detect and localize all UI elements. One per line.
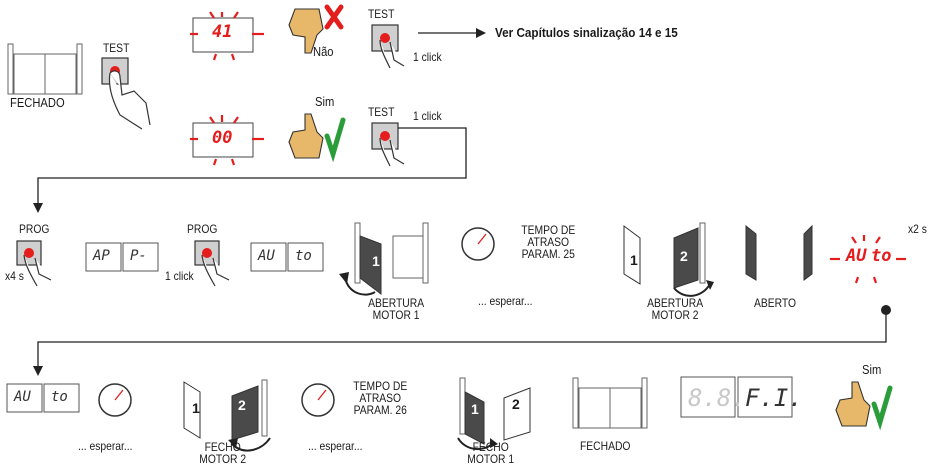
thumbs-up-icon: [288, 113, 346, 163]
clock-icon-1: [461, 227, 495, 261]
ver-capitulos-text: Ver Capítulos sinalização 14 e 15: [495, 25, 678, 40]
esperar-label-3: ... esperar...: [308, 439, 363, 453]
fechado-label-2: FECHADO: [580, 439, 631, 453]
prog-button-2-icon[interactable]: [193, 238, 248, 298]
motor1-label-1: MOTOR 1: [372, 308, 420, 322]
test-label-2: TEST: [368, 7, 395, 21]
panel-2-text-a: 2: [680, 248, 688, 264]
test-label-3: TEST: [368, 105, 395, 119]
abertura-label-2: ABERTURA: [647, 296, 704, 310]
display-to-text-2: to: [51, 389, 68, 405]
one-click-mid-label: 1 click: [413, 109, 442, 123]
prog-label-2: PROG: [187, 222, 218, 236]
atraso-label-2: ATRASO: [359, 391, 402, 405]
display-88-text: 8.8.: [688, 384, 746, 412]
display-final-box: [680, 376, 793, 418]
esperar-label-1: ... esperar...: [478, 294, 533, 308]
x2s-label: x2 s: [908, 222, 927, 236]
tempo-atraso-25-label: TEMPO DE ATRASO PARAM. 25: [513, 224, 584, 260]
abertura-label-1: ABERTURA: [368, 296, 425, 310]
display-00-text: 00: [212, 128, 233, 148]
motor1-label-2: MOTOR 1: [467, 452, 515, 466]
fecho-motor2-label: FECHO MOTOR 2: [196, 441, 249, 465]
one-click-prog-label: 1 click: [165, 269, 194, 283]
display-to-text: to: [295, 248, 312, 264]
display-p-dash-text: P-: [130, 248, 147, 264]
panel-2-text-b: 2: [238, 397, 246, 413]
sim-label-bottom: Sim: [862, 362, 882, 377]
thumbs-up-final-icon: [835, 381, 893, 431]
panel-2-text-c: 2: [512, 396, 520, 412]
test-label: TEST: [103, 41, 130, 55]
gate-closed-icon: [7, 43, 83, 95]
display-ok-box: [190, 115, 264, 166]
fecho-label-2: FECHO: [472, 440, 509, 454]
abertura-motor1-label: ABERTURA MOTOR 1: [366, 297, 426, 321]
display-fi-text: F.I.: [745, 384, 803, 412]
motor2-label-1: MOTOR 2: [651, 308, 699, 322]
motor2-label-2: MOTOR 2: [199, 452, 247, 466]
fechado-label: FECHADO: [10, 95, 65, 110]
param25-label: PARAM. 25: [521, 247, 575, 261]
display-ap-box: [85, 242, 159, 272]
test-button-top-icon[interactable]: [370, 22, 420, 82]
clock-icon-3: [301, 383, 335, 417]
display-to-blink-text: to: [871, 246, 892, 266]
gate-opening-motor1-icon: [339, 222, 429, 296]
atraso-label-1: ATRASO: [527, 235, 570, 249]
thumbs-down-icon: [288, 4, 344, 54]
panel-1-text-c: 1: [192, 400, 200, 416]
display-auto-box-2: [6, 383, 80, 413]
gate-opening-motor2-icon: [623, 222, 714, 297]
panel-1-text-d: 1: [471, 401, 479, 417]
panel-1-text-b: 1: [630, 252, 638, 268]
arrow-right-icon: [418, 28, 486, 38]
prog-button-1-icon[interactable]: [15, 238, 70, 298]
prog-label-1: PROG: [19, 222, 50, 236]
gate-open-icon: [745, 224, 813, 281]
display-au-text: AU: [258, 248, 275, 264]
panel-1-text-a: 1: [372, 253, 380, 269]
nao-label: Não: [313, 44, 334, 59]
aberto-label: ABERTO: [754, 296, 797, 310]
param26-label: PARAM. 26: [353, 403, 407, 417]
gate-closed-icon-2: [572, 377, 648, 429]
display-auto-box: [250, 242, 324, 272]
display-au-blink-text: AU: [846, 246, 867, 266]
tempo-de-label-1: TEMPO DE: [521, 223, 576, 237]
display-ap-text: AP: [93, 248, 110, 264]
tempo-atraso-26-label: TEMPO DE ATRASO PARAM. 26: [345, 380, 416, 416]
sim-label-top: Sim: [315, 94, 335, 109]
clock-icon-2: [98, 383, 132, 417]
fecho-label-1: FECHO: [204, 440, 241, 454]
esperar-label-2: ... esperar...: [78, 439, 133, 453]
display-au-text-2: AU: [14, 389, 31, 405]
x4s-label: x4 s: [5, 269, 24, 283]
gate-closing-motor2-icon: [183, 379, 271, 452]
test-button-ok-icon[interactable]: [370, 120, 420, 180]
fecho-motor1-label: FECHO MOTOR 1: [464, 441, 517, 465]
display-auto-blink-box: [830, 235, 906, 284]
display-error-box: [190, 11, 264, 61]
tempo-de-label-2: TEMPO DE: [353, 379, 408, 393]
display-41-text: 41: [212, 22, 233, 42]
one-click-top-label: 1 click: [413, 50, 442, 64]
abertura-motor2-label: ABERTURA MOTOR 2: [645, 297, 705, 321]
test-button-press-icon[interactable]: [98, 55, 158, 135]
gate-closing-motor1-icon: [457, 377, 531, 450]
